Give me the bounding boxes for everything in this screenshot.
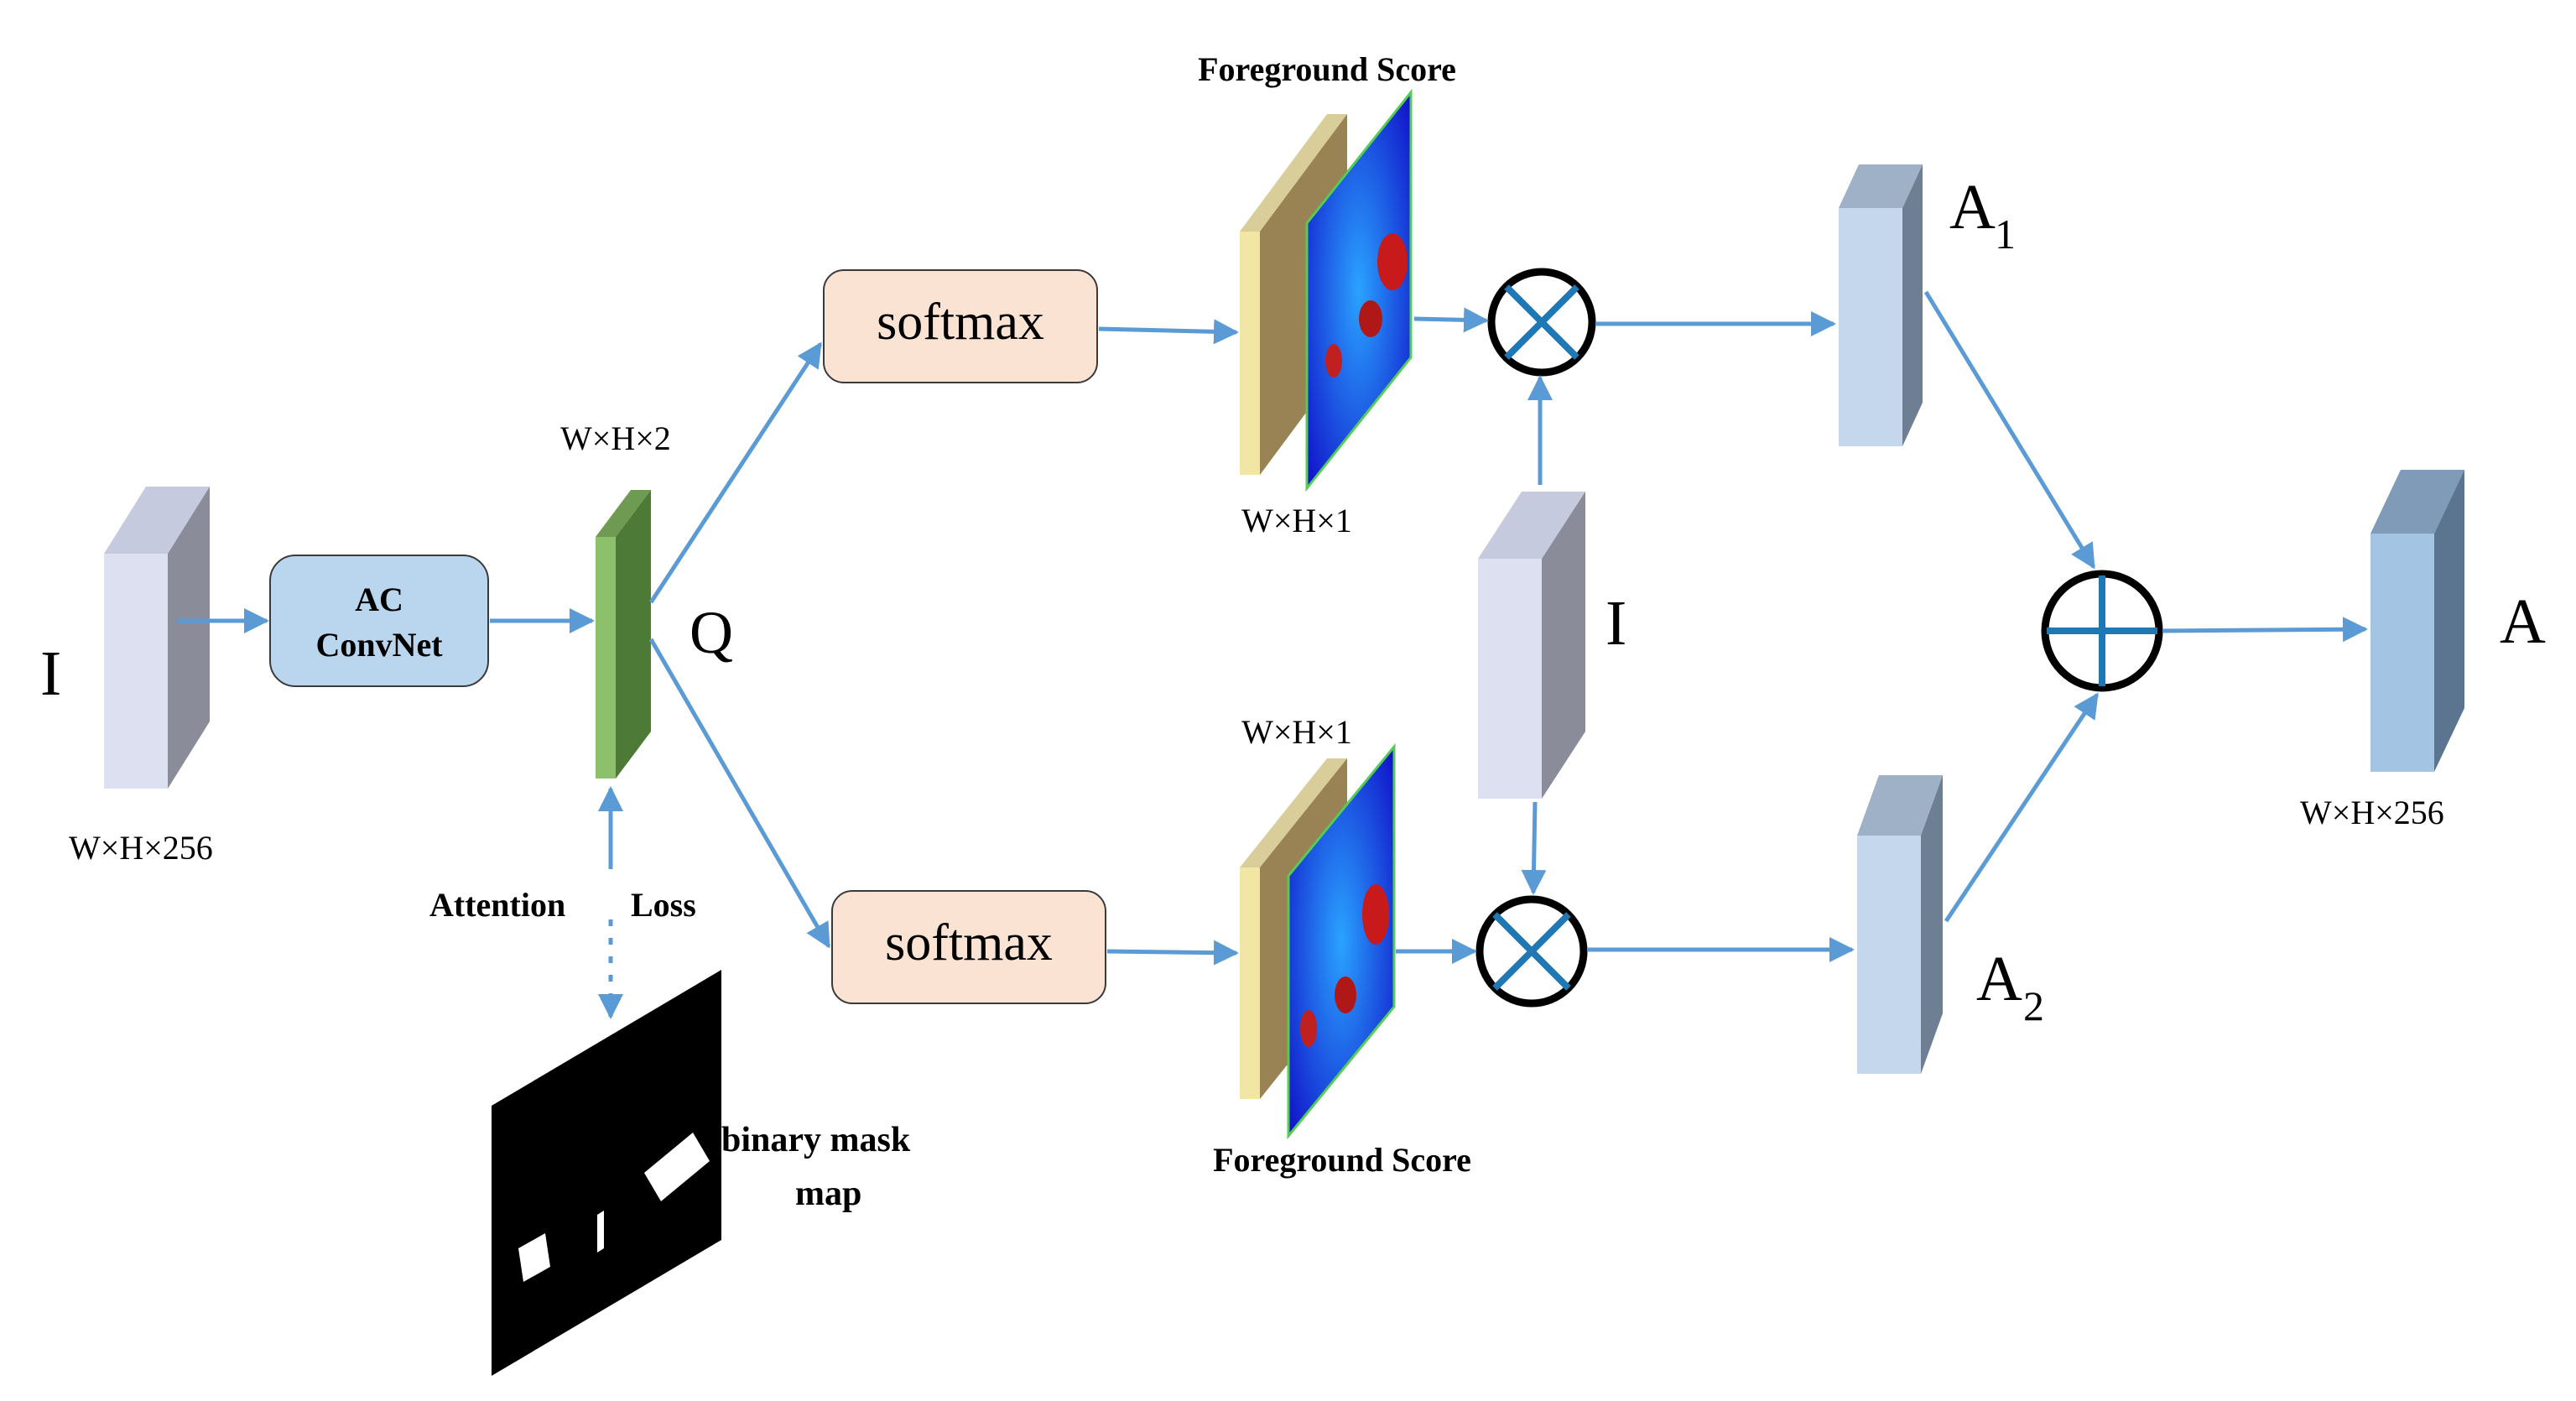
arrows bbox=[178, 290, 2368, 1019]
binary-mask-map bbox=[492, 970, 721, 1376]
add-operator bbox=[2041, 570, 2163, 692]
score-bottom-dims: W×H×1 bbox=[1241, 713, 1352, 751]
score-bottom-maps bbox=[1240, 742, 1396, 1140]
middle-input-symbol: I bbox=[1605, 588, 1626, 659]
middle-input-block bbox=[1478, 492, 1585, 799]
arrow-a2-to-add bbox=[1944, 692, 2100, 923]
softmax-top-box: softmax bbox=[823, 269, 1098, 383]
output-dims-label: W×H×256 bbox=[2300, 794, 2444, 831]
a1-label-sub: 1 bbox=[1995, 211, 2016, 258]
input-feature-block bbox=[104, 487, 210, 789]
arrow-add-to-output bbox=[2162, 617, 2368, 643]
score-bottom-title: Foreground Score bbox=[1213, 1141, 1471, 1179]
attention-loss-word1: Attention bbox=[429, 886, 565, 924]
multiply-operator-top bbox=[1487, 268, 1596, 377]
input-dims-label: W×H×256 bbox=[69, 829, 213, 867]
arrow-score-top-to-multiply bbox=[1413, 307, 1489, 333]
a1-feature-block bbox=[1839, 164, 1923, 446]
a2-feature-block bbox=[1857, 775, 1943, 1074]
ac-convnet-box: AC ConvNet bbox=[269, 555, 489, 687]
a1-label-base: A bbox=[1949, 172, 1996, 242]
output-symbol: A bbox=[2500, 586, 2546, 657]
convnet-label-line2: ConvNet bbox=[315, 626, 443, 664]
q-symbol: Q bbox=[690, 599, 733, 666]
score-top-maps bbox=[1240, 88, 1413, 492]
mask-label-line1: binary mask bbox=[721, 1121, 911, 1159]
arrow-softmax-bottom-to-score bbox=[1106, 940, 1239, 966]
softmax-bottom-label: softmax bbox=[885, 914, 1053, 971]
q-dims-label: W×H×2 bbox=[560, 419, 671, 457]
multiply-operator-bottom bbox=[1475, 895, 1588, 1008]
arrow-q-to-softmax-top bbox=[648, 341, 823, 604]
softmax-top-label: softmax bbox=[877, 294, 1044, 351]
mask-label-line2: map bbox=[795, 1174, 861, 1213]
score-top-dims: W×H×1 bbox=[1241, 502, 1352, 539]
input-symbol: I bbox=[40, 638, 61, 709]
arrow-q-to-softmax-bottom bbox=[648, 638, 831, 949]
convnet-label-line1: AC bbox=[355, 581, 403, 618]
softmax-bottom-box: softmax bbox=[831, 890, 1106, 1004]
q-feature-block bbox=[596, 490, 651, 779]
a2-label-sub: 2 bbox=[2023, 982, 2044, 1029]
a2-label-base: A bbox=[1976, 944, 2022, 1014]
output-feature-block bbox=[2370, 470, 2464, 772]
arrow-softmax-top-to-score bbox=[1098, 319, 1239, 345]
score-top-title: Foreground Score bbox=[1198, 50, 1456, 88]
arrow-middle-input-down bbox=[1521, 801, 1547, 895]
arrow-a1-to-add bbox=[1923, 290, 2096, 570]
attention-loss-word2: Loss bbox=[631, 886, 696, 924]
